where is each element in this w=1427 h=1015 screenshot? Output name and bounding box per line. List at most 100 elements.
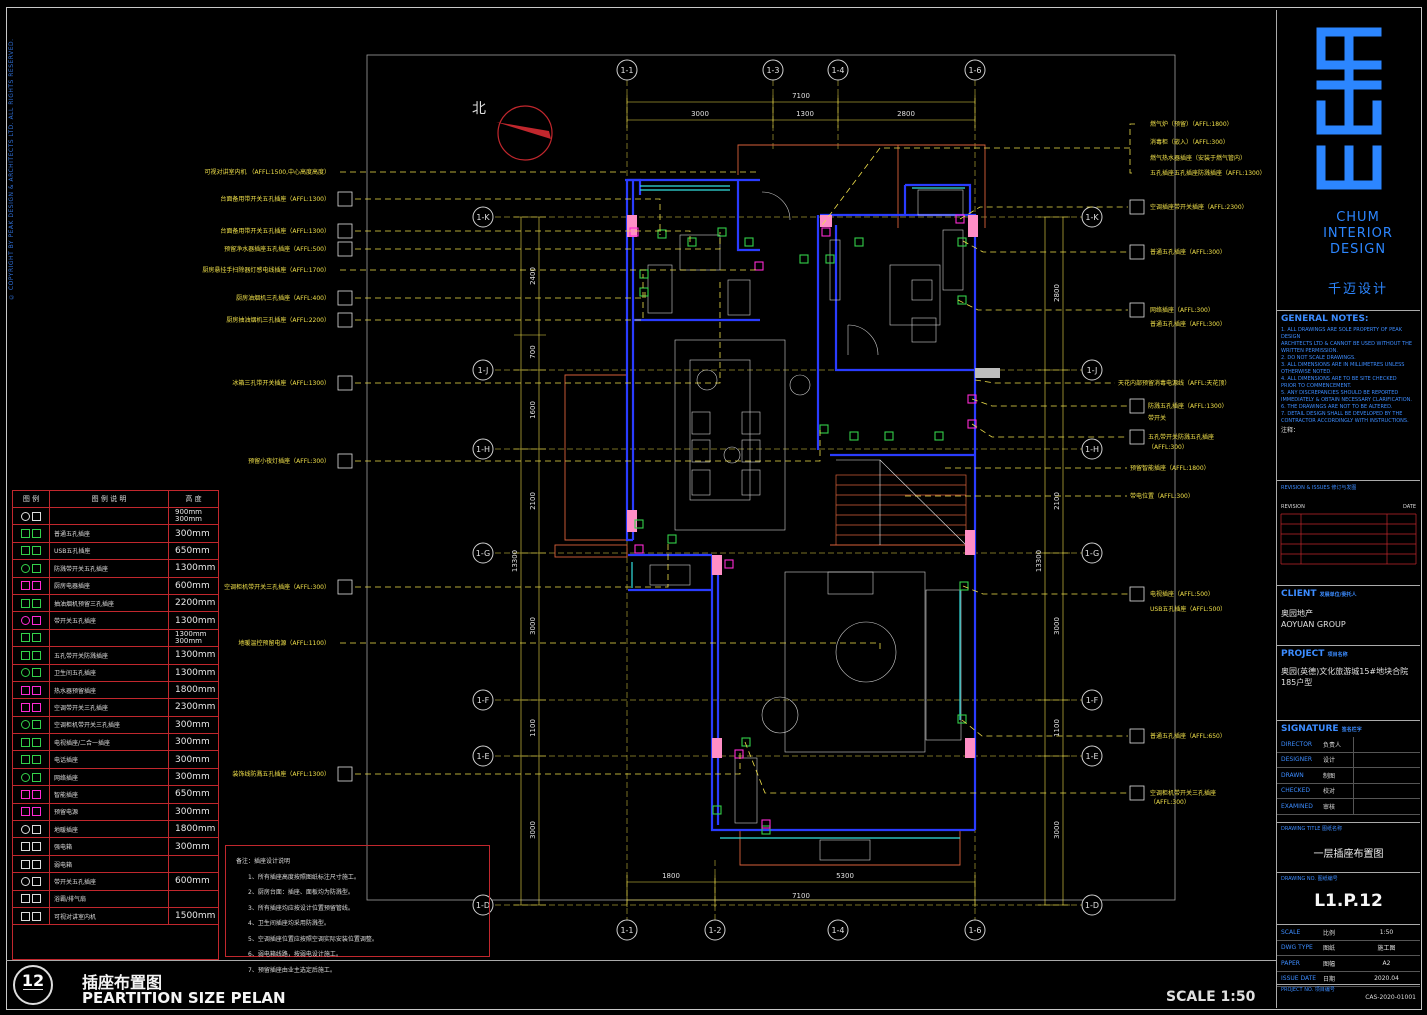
- plan-boundary: [366, 54, 1176, 901]
- callout-left-symbol-8: [337, 453, 353, 469]
- grid-bottom-0: [616, 919, 638, 941]
- revision-section: REVISION & ISSUES 修订与发图 REVISION DATE: [1277, 480, 1420, 585]
- legend-col-symbol: 图 例: [13, 491, 50, 507]
- legend-height: 600mm: [175, 580, 210, 591]
- legend-desc: 电话插座: [50, 751, 169, 768]
- callout-right-6: 网络插座（AFFL:300）: [1150, 307, 1214, 314]
- grid-bottom-1: [704, 919, 726, 941]
- drawing-no-section: DRAWING NO. 图纸编号 L1.P.12: [1277, 872, 1420, 924]
- grid-left-2: [472, 438, 494, 460]
- callout-left-symbol-9: [337, 579, 353, 595]
- dim-left-part: 3000: [529, 617, 537, 635]
- leader-left-9: [355, 540, 669, 588]
- notes-item: 6、弱电箱线路，按弱电设计施工。: [248, 951, 342, 958]
- callout-right-12: （AFFL:300）: [1148, 444, 1188, 451]
- grid-bottom-3: [964, 919, 986, 941]
- grid-right-1: [1081, 359, 1103, 381]
- legend-symbol-icon: [13, 803, 50, 821]
- callout-right-5: 普通五孔插座（AFFL:300）: [1150, 249, 1226, 256]
- legend-height: 300mm: [175, 754, 210, 765]
- revision-title: REVISION & ISSUES 修订与发图: [1281, 485, 1357, 491]
- leader-right-6: [957, 299, 1128, 311]
- project-label: PROJECT: [1281, 649, 1325, 659]
- callout-left-10: 地暖温控预留电源（AFFL:1100）: [238, 640, 330, 647]
- dim-left-part: 700: [529, 345, 537, 358]
- callout-leaders: [340, 123, 1135, 794]
- legend-symbol-icon: [13, 716, 50, 734]
- legend-desc: 厨房电器插座: [50, 577, 169, 594]
- signature-label: SIGNATURE: [1281, 724, 1339, 734]
- callout-left-symbol-5: [337, 290, 353, 306]
- legend-height: 300mm: [175, 719, 210, 730]
- grid-top-2-label: 1-4: [831, 66, 844, 75]
- sheet-frame: [6, 7, 1422, 1010]
- meta-label-cn: 图幅: [1323, 960, 1336, 968]
- doors: [761, 191, 879, 356]
- legend-height: 300mm: [175, 772, 210, 783]
- callout-right-symbol-15: [1129, 586, 1145, 602]
- grid-right-0-label: 1-K: [1085, 213, 1099, 222]
- legend-desc: 弱电箱: [50, 855, 169, 873]
- legend-row: 厨房电器插座 600mm: [13, 577, 218, 595]
- legend-row: 900mm 300mm: [13, 508, 218, 526]
- callout-left-6: 厨房抽油烟机三孔插座（AFFL:2200）: [226, 317, 330, 324]
- leader-right-18: [744, 741, 1128, 794]
- meta-label-cn: 图纸: [1323, 945, 1336, 953]
- callout-right-11: 五孔带开关防溅五孔插座: [1148, 434, 1215, 441]
- legend-desc: 抽油烟机预留三孔插座: [50, 594, 169, 612]
- dim-right-part: 1100: [1053, 719, 1061, 737]
- legend-desc: 普通五孔插座: [50, 525, 169, 542]
- grid-right-5: [1081, 745, 1103, 767]
- grid-bottom-1-label: 1-2: [708, 926, 721, 935]
- meta-label-en: DWG TYPE: [1281, 944, 1313, 952]
- meta-value: 施工图: [1377, 945, 1396, 953]
- legend-symbol-icon: [13, 542, 50, 560]
- signature-sub: 签名栏字: [1341, 727, 1362, 733]
- grid-left-4: [472, 689, 494, 711]
- drawing-title-label: DRAWING TITLE: [1281, 826, 1321, 832]
- title-block: CHUM INTERIOR DESIGN 千迈设计 GENERAL NOTES:…: [1276, 10, 1420, 1008]
- furniture: [647, 189, 964, 861]
- callout-right-symbol-17: [1129, 728, 1145, 744]
- grid-left-1-label: 1-J: [478, 366, 489, 375]
- drawing-no-label: DRAWING NO.: [1281, 876, 1316, 882]
- legend-symbol-icon: [13, 699, 50, 716]
- legend-desc: [50, 629, 169, 647]
- project-no-section: PROJECT NO. 项目编号 CAS-2020-01001: [1277, 984, 1420, 1008]
- client-cn: 奥园地产: [1281, 609, 1313, 618]
- legend-symbol-icon: [13, 890, 50, 907]
- dim-top-total: 7100: [792, 92, 810, 100]
- general-note-line: 3. ALL DIMENSIONS ARE IN MILLIMETRES UNL…: [1281, 362, 1405, 368]
- legend-symbol-icon: [13, 751, 50, 768]
- general-note-line: IMMEDIATELY & OBTAIN NECESSARY CLARIFICA…: [1281, 397, 1412, 403]
- general-note-line: 6. THE DRAWINGS ARE NOT TO BE ALTERED.: [1281, 404, 1393, 410]
- signature-role-en: EXAMINED: [1281, 802, 1313, 810]
- callout-right-0: 燃气炉（预留）（AFFL:1800）: [1150, 121, 1233, 128]
- dim-bottom-part: 1800: [662, 872, 680, 880]
- callout-left-symbol-6: [337, 312, 353, 328]
- notes-item: 5、空调插座位置应按照空调实际安装位置调整。: [248, 935, 378, 943]
- drawing-title-en: PEARTITION SIZE PELAN: [82, 989, 286, 1007]
- legend-symbol-icon: [13, 873, 50, 890]
- legend-symbol-icon: [13, 664, 50, 681]
- grid-left-0: [472, 206, 494, 228]
- legend-desc: 防溅带开关五孔插座: [50, 560, 169, 577]
- leader-left-8: [355, 430, 821, 462]
- grid-axis-lines: [495, 80, 1090, 920]
- signature-role-cn: 制图: [1323, 768, 1354, 783]
- legend-desc: 智能插座: [50, 786, 169, 803]
- dim-left-part: 2100: [529, 492, 537, 510]
- legend-height: 1800mm: [175, 824, 216, 835]
- notes-item: 1、所有插座高度按照图纸标注尺寸施工。: [248, 873, 360, 881]
